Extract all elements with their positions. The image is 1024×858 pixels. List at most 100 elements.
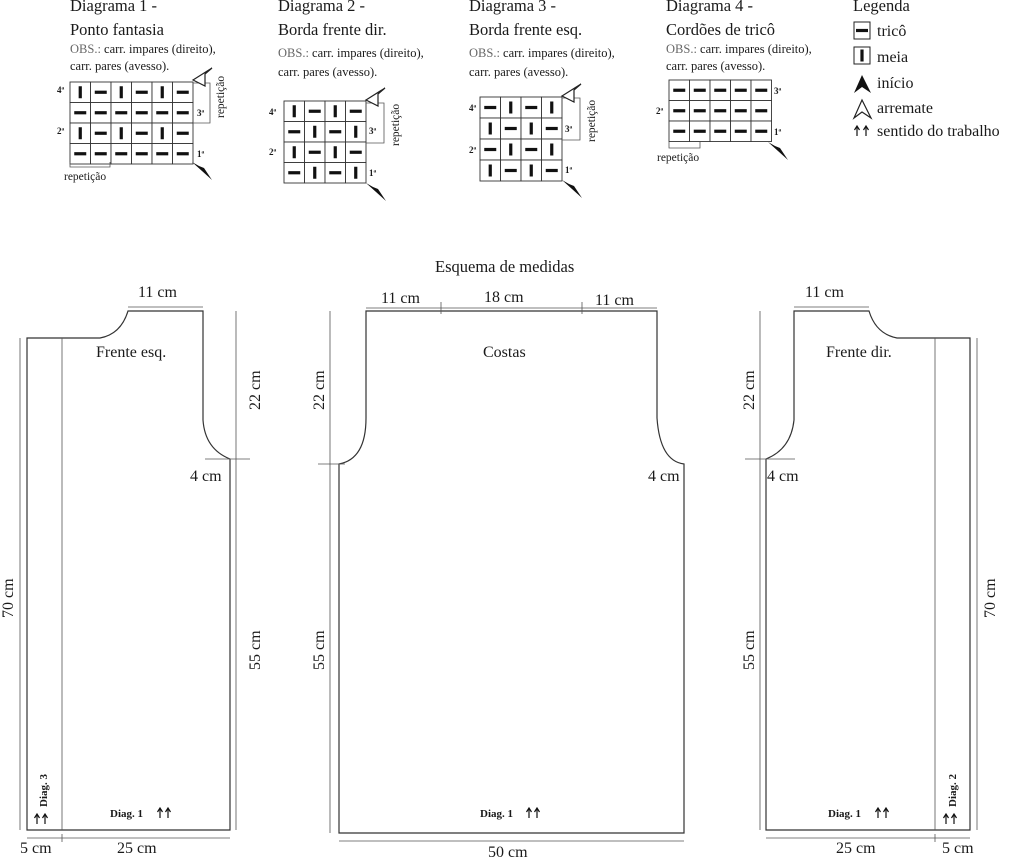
dimension-line	[745, 311, 795, 830]
body-width-dim: 25 cm	[836, 840, 876, 857]
diag-main-label: Diag. 1	[828, 808, 861, 820]
row-label: 1ª	[197, 149, 205, 159]
row-label: 4ª	[57, 85, 65, 95]
shoulder-step-dim: 4 cm	[767, 468, 799, 485]
diagram-4-subtitle: Cordões de tricô	[666, 20, 775, 39]
back-outline	[338, 310, 685, 834]
meia-stitch-icon	[313, 125, 317, 138]
diagram-2: Diagrama 2 - Borda frente dir. OBS.: car…	[269, 0, 424, 201]
trico-stitch-icon	[288, 171, 301, 175]
trico-stitch-icon	[714, 109, 727, 113]
diagram-3-obs-line2: carr. pares (avesso).	[469, 65, 568, 79]
meia-stitch-icon	[119, 86, 123, 99]
trico-stitch-icon	[545, 126, 558, 131]
direction-arrows-icon	[33, 812, 49, 824]
trico-stitch-icon	[525, 105, 538, 110]
trico-stitch-icon	[673, 129, 686, 133]
direction-arrows-icon	[525, 806, 541, 818]
trico-stitch-icon	[94, 131, 107, 135]
trico-stitch-icon	[545, 168, 558, 173]
obs-text: carr. impares (direito),	[309, 46, 424, 60]
finish-arrow-icon	[560, 83, 582, 103]
meia-icon	[853, 46, 871, 65]
legend-label-arremate: arremate	[877, 100, 933, 117]
obs-text: carr. impares (direito),	[101, 42, 216, 56]
back-panel: 11 cm 18 cm 11 cm Costas 22 cm 55 cm 4 c…	[311, 289, 685, 858]
trico-stitch-icon	[94, 90, 107, 94]
meia-stitch-icon	[160, 86, 164, 99]
trico-stitch-icon	[714, 129, 727, 133]
meia-stitch-icon	[488, 164, 492, 177]
diagram-2-obs: OBS.: carr. impares (direito),	[278, 46, 424, 60]
trico-stitch-icon	[135, 131, 148, 135]
start-arrow-icon	[562, 180, 582, 198]
trico-stitch-icon	[525, 147, 538, 152]
trico-stitch-icon	[504, 126, 517, 131]
meia-stitch-icon	[78, 127, 82, 140]
shoulder-step-dim: 4 cm	[648, 468, 680, 485]
body-width-dim: 25 cm	[117, 840, 157, 857]
diagram-3-obs: OBS.: carr. impares (direito),	[469, 46, 615, 60]
dimension-line	[318, 311, 345, 833]
diagram-1-title: Diagrama 1 -	[70, 0, 157, 15]
meia-stitch-icon	[354, 125, 358, 138]
diagram-3-grid	[479, 96, 563, 182]
trico-stitch-icon	[176, 152, 189, 156]
diag-border-label: Diag. 3	[38, 774, 50, 808]
diagram-2-grid	[283, 100, 367, 184]
finish-arrow-icon	[364, 87, 386, 107]
repetition-label: repetição	[657, 152, 699, 164]
start-arrow-icon	[768, 142, 788, 160]
trico-stitch-icon	[484, 105, 497, 110]
meia-stitch-icon	[354, 166, 358, 179]
left-front-outline	[26, 310, 231, 831]
armhole-height-dim: 22 cm	[311, 370, 328, 410]
meia-stitch-icon	[313, 166, 317, 179]
trico-stitch-icon	[115, 111, 128, 115]
direction-arrows-icon	[874, 806, 890, 818]
trico-stitch-icon	[308, 109, 321, 113]
trico-stitch-icon	[135, 90, 148, 94]
trico-stitch-icon	[755, 88, 768, 92]
start-arrow-icon	[366, 183, 386, 201]
dimension-line	[366, 302, 657, 314]
panel-label: Costas	[483, 344, 526, 361]
trico-stitch-icon	[734, 88, 747, 92]
trico-stitch-icon	[484, 147, 497, 152]
direction-arrows-icon	[156, 806, 172, 818]
side-height-dim: 55 cm	[247, 630, 264, 670]
repetition-bracket	[366, 102, 385, 144]
trico-stitch-icon	[156, 152, 169, 156]
row-label: 1ª	[774, 127, 782, 137]
trico-stitch-icon	[94, 111, 107, 115]
border-width-dim: 5 cm	[942, 840, 974, 857]
right-front-panel: 11 cm Frente dir. 22 cm 4 cm 55 cm 70 cm…	[741, 284, 999, 857]
trico-stitch-icon	[176, 111, 189, 115]
start-arrow-icon	[854, 75, 871, 93]
trico-stitch-icon	[349, 150, 362, 154]
diagram-4-obs: OBS.: carr. impares (direito),	[666, 42, 812, 56]
diagram-3-title: Diagrama 3 -	[469, 0, 556, 15]
trico-stitch-icon	[755, 129, 768, 133]
meia-stitch-icon	[550, 143, 554, 156]
trico-stitch-icon	[156, 111, 169, 115]
tric-icon	[853, 21, 871, 40]
trico-stitch-icon	[673, 88, 686, 92]
row-label: 4ª	[269, 107, 277, 117]
border-width-dim: 5 cm	[20, 840, 52, 857]
shoulder-left-dim: 11 cm	[381, 290, 421, 307]
trico-stitch-icon	[135, 111, 148, 115]
repetition-label: repetição	[64, 171, 106, 183]
trico-stitch-icon	[673, 109, 686, 113]
trico-stitch-icon	[176, 90, 189, 94]
trico-stitch-icon	[308, 150, 321, 154]
diagram-2-obs-line2: carr. pares (avesso).	[278, 65, 377, 79]
diagram-4-grid	[668, 79, 772, 142]
legend: Legenda tricô meia início arremate senti…	[852, 0, 1000, 140]
side-height-dim: 55 cm	[741, 630, 758, 670]
diagram-1: Diagrama 1 - Ponto fantasia OBS.: carr. …	[57, 0, 227, 183]
total-height-dim: 70 cm	[982, 578, 999, 618]
trico-stitch-icon	[734, 109, 747, 113]
shoulder-right-dim: 11 cm	[595, 292, 635, 309]
panel-label: Frente esq.	[96, 344, 166, 361]
